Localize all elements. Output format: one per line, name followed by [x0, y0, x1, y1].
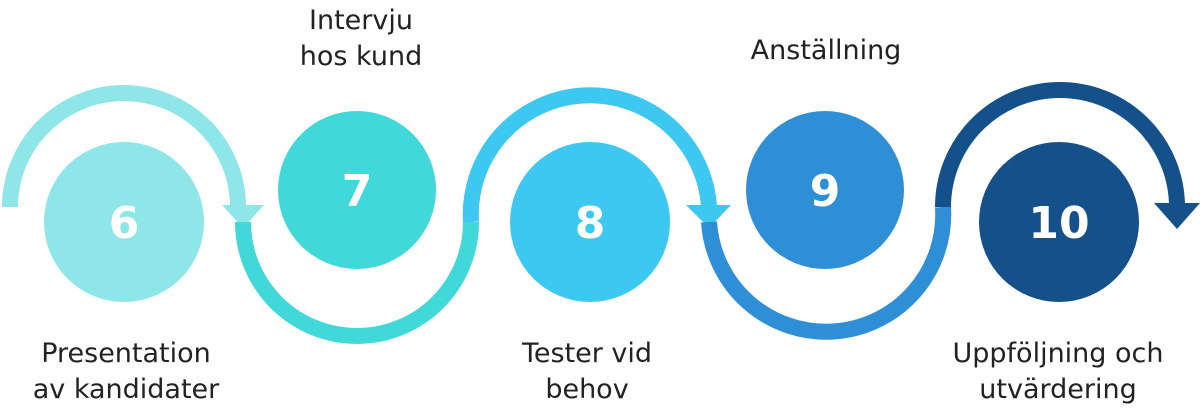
- step-label-7: Intervju hos kund: [300, 3, 422, 75]
- connector-arc-9: [701, 206, 952, 340]
- connector-arrowhead-6: [222, 205, 264, 228]
- step-number-7: 7: [342, 166, 373, 217]
- connector-arc-8: [462, 87, 717, 223]
- step-circle-6: [44, 142, 204, 302]
- step-label-6-line-2: av kandidater: [32, 374, 220, 405]
- step-label-9: Anställning: [751, 33, 902, 69]
- step-circle-7: [278, 111, 436, 269]
- connector-arrowhead-8: [686, 205, 731, 228]
- step-label-10-line-2: utvärdering: [979, 374, 1137, 405]
- step-label-8-line-2: behov: [545, 374, 629, 405]
- step-number-6: 6: [109, 198, 140, 249]
- step-label-8: Tester vid behov: [522, 336, 652, 408]
- step-number-8: 8: [575, 198, 606, 249]
- step-circle-10: [979, 142, 1139, 302]
- step-number-10: 10: [1028, 198, 1089, 249]
- connector-arrowhead-10: [1154, 203, 1200, 229]
- step-circle-9: [746, 111, 904, 269]
- connector-arc-6: [2, 85, 246, 208]
- step-label-7-line-1: Intervju: [309, 5, 413, 36]
- step-label-6-line-1: Presentation: [41, 338, 211, 369]
- step-label-9-line-1: Anställning: [750, 35, 902, 66]
- step-number-9: 9: [810, 166, 841, 217]
- connector-arc-7: [235, 221, 479, 344]
- step-label-10-line-1: Uppföljning och: [952, 338, 1164, 369]
- step-label-10: Uppföljning och utvärdering: [953, 336, 1164, 408]
- step-label-8-line-1: Tester vid: [521, 338, 653, 369]
- step-circle-8: [510, 142, 670, 302]
- step-label-7-line-2: hos kund: [299, 41, 423, 72]
- step-label-6: Presentation av kandidater: [33, 336, 220, 408]
- connector-arc-10: [935, 82, 1185, 208]
